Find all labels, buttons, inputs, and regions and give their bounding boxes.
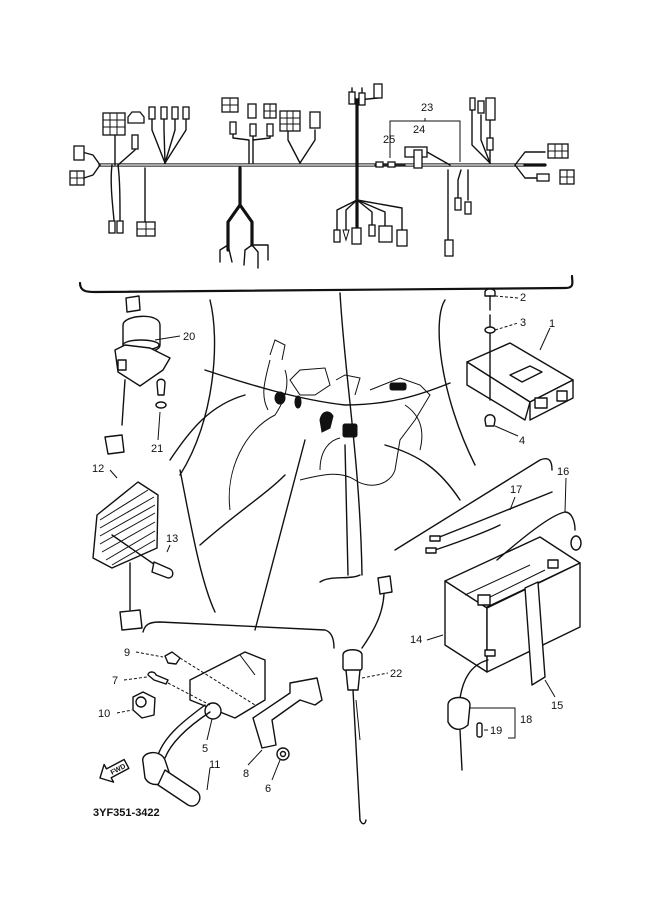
callout-7: 7 <box>112 675 118 687</box>
callout-9: 9 <box>124 647 130 659</box>
callout-24: 24 <box>413 124 425 136</box>
harness-connectors <box>69 83 575 257</box>
starter-coil-assembly <box>132 651 323 807</box>
callout-23: 23 <box>421 102 433 114</box>
forward-arrow-icon: FWD <box>99 758 130 783</box>
callout-11: 11 <box>209 759 220 771</box>
motorcycle-outline <box>169 339 461 631</box>
reference-code: 3YF351-3422 <box>93 807 160 819</box>
callout-6: 6 <box>265 783 271 795</box>
callout-12: 12 <box>92 463 104 475</box>
wire-harness <box>81 87 547 269</box>
callout-18: 18 <box>520 714 532 726</box>
callout-10: 10 <box>98 708 110 720</box>
neutral-switch-assembly <box>342 575 393 825</box>
callout-4: 4 <box>519 435 525 447</box>
callout-25: 25 <box>383 134 395 146</box>
callout-14: 14 <box>410 634 422 646</box>
callout-20: 20 <box>183 331 195 343</box>
callout-3: 3 <box>520 317 526 329</box>
callout-21: 21 <box>151 443 163 455</box>
battery-assembly <box>425 491 582 771</box>
callout-8: 8 <box>243 768 249 780</box>
callout-19: 19 <box>490 725 502 737</box>
main-switch-assembly <box>104 295 171 455</box>
callout-15: 15 <box>551 700 563 712</box>
callout-1: 1 <box>549 318 555 330</box>
callout-17: 17 <box>510 484 522 496</box>
callout-22: 22 <box>390 668 402 680</box>
igniter-assembly <box>466 288 574 427</box>
callout-13: 13 <box>166 533 178 545</box>
callout-16: 16 <box>557 466 569 478</box>
callout-2: 2 <box>520 292 526 304</box>
region-dividers <box>142 292 553 649</box>
callout-5: 5 <box>202 743 208 755</box>
harness-group-bracket <box>78 274 574 294</box>
rectifier-regulator-assembly <box>92 481 174 631</box>
